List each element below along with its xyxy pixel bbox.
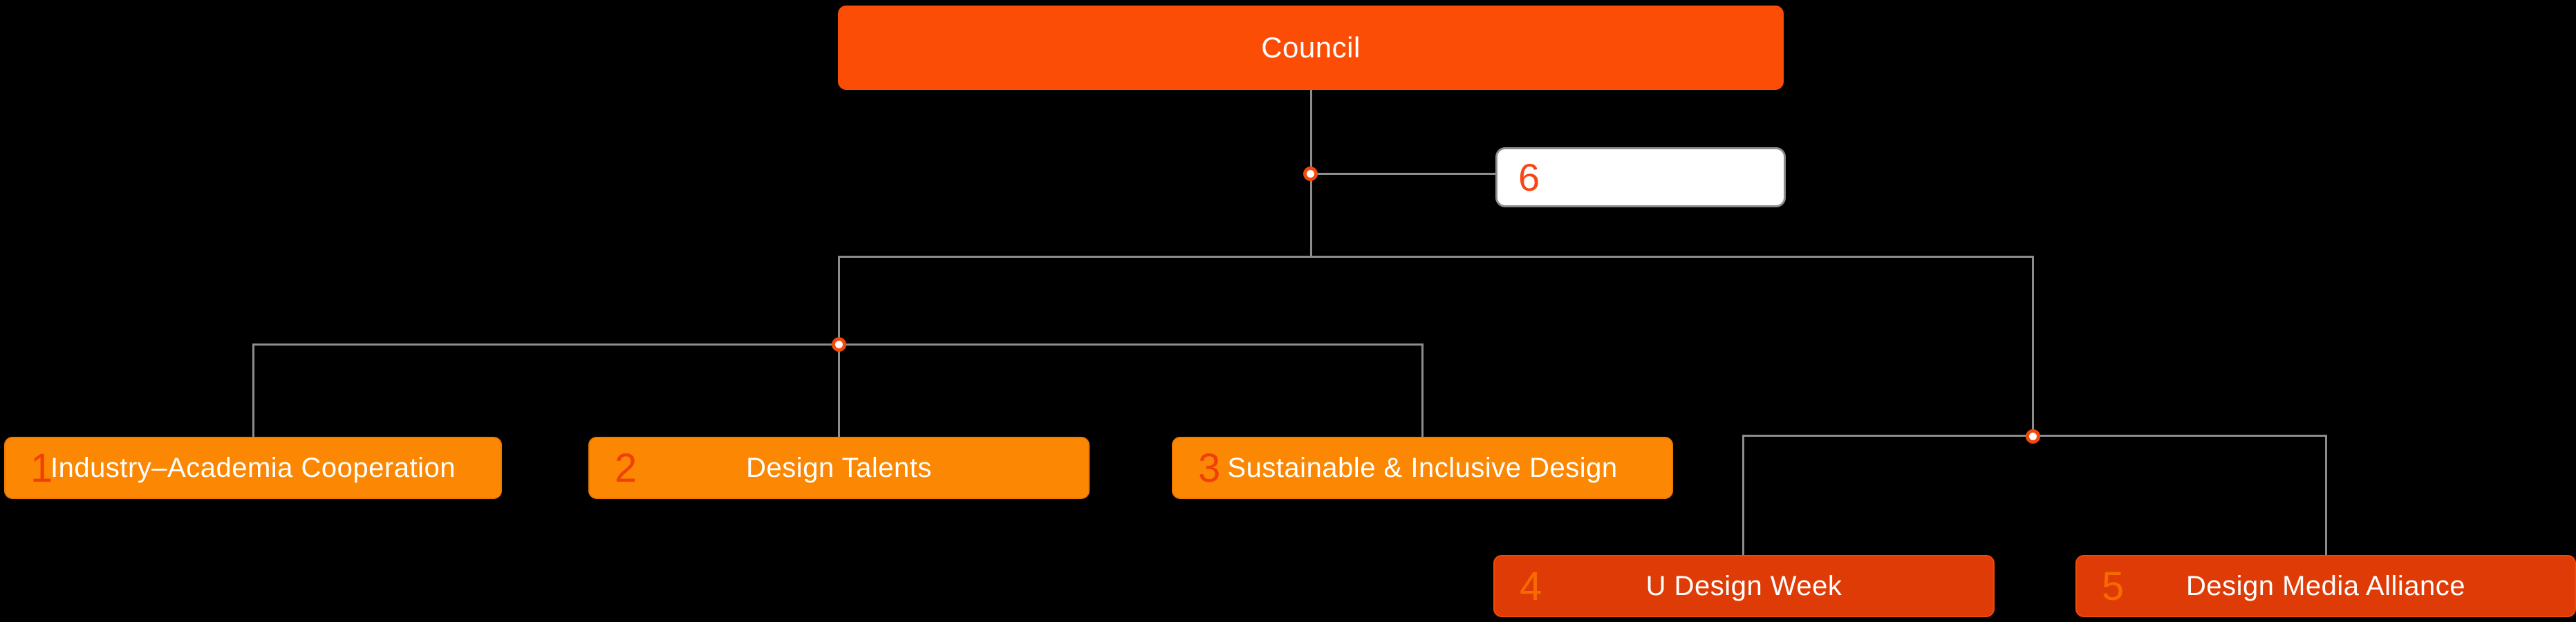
node-6-label <box>1497 149 1784 205</box>
connector-line-to-node2 <box>838 343 840 438</box>
connector-line-to-node1 <box>252 343 254 438</box>
council-label: Council <box>1261 31 1361 64</box>
node-1-label: Industry–Academia Cooperation <box>50 452 456 483</box>
connector-line-top-horizontal <box>839 256 2034 258</box>
node-6-number: 6 <box>1518 156 1540 199</box>
node-5-design-media-alliance[interactable]: Design Media Alliance 5 <box>2075 555 2576 617</box>
council-node[interactable]: Council <box>838 6 1784 90</box>
connector-dot-right-group <box>2026 429 2040 444</box>
node-1-industry-academia-cooperation[interactable]: Industry–Academia Cooperation 1 <box>4 437 502 499</box>
node-1-number: 1 <box>30 445 53 491</box>
node-3-sustainable-inclusive-design[interactable]: Sustainable & Inclusive Design 3 <box>1172 437 1673 499</box>
connector-line-to-node4 <box>1742 435 1744 556</box>
node-4-u-design-week[interactable]: U Design Week 4 <box>1493 555 1995 617</box>
connector-line-right-drop <box>2032 256 2034 437</box>
node-4-label: U Design Week <box>1645 570 1842 601</box>
node-4-number: 4 <box>1520 563 1542 609</box>
connector-dot-left-group <box>832 337 846 352</box>
node-6[interactable]: 6 <box>1495 147 1786 207</box>
connector-line-to-note <box>1311 173 1495 175</box>
connector-line-to-node5 <box>2325 435 2327 556</box>
node-2-label: Design Talents <box>746 452 932 483</box>
connector-line-left-drop <box>838 256 840 346</box>
node-5-number: 5 <box>2102 563 2125 609</box>
node-3-number: 3 <box>1198 445 1221 491</box>
node-2-number: 2 <box>615 445 637 491</box>
connector-line-to-node3 <box>1421 343 1424 438</box>
connector-dot-council <box>1303 167 1318 181</box>
node-2-design-talents[interactable]: Design Talents 2 <box>588 437 1090 499</box>
node-5-label: Design Media Alliance <box>2185 570 2466 601</box>
node-3-label: Sustainable & Inclusive Design <box>1227 452 1618 483</box>
